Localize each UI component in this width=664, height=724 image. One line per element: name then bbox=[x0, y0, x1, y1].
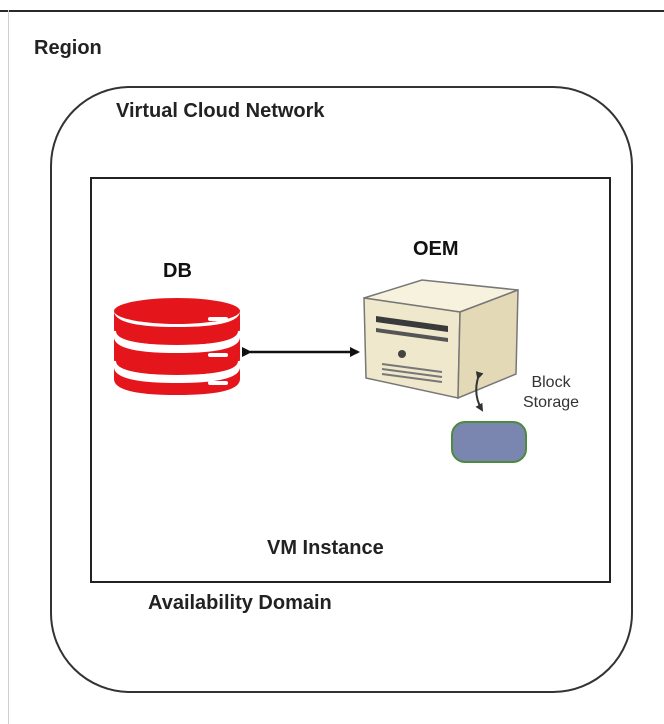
availability-domain-label: Availability Domain bbox=[148, 592, 332, 614]
oem-label: OEM bbox=[413, 238, 459, 260]
block-storage-icon bbox=[451, 421, 527, 463]
server-icon bbox=[363, 279, 519, 400]
virtual-cloud-network-boundary bbox=[50, 86, 633, 693]
db-label: DB bbox=[163, 260, 192, 282]
database-icon bbox=[112, 298, 242, 395]
vm-instance-label: VM Instance bbox=[267, 537, 384, 559]
virtual-cloud-network-label: Virtual Cloud Network bbox=[116, 100, 325, 122]
block-storage-label: Block Storage bbox=[511, 373, 591, 413]
block-storage-label-line1: Block bbox=[531, 374, 571, 391]
block-storage-label-line2: Storage bbox=[522, 394, 580, 411]
region-label: Region bbox=[34, 37, 102, 59]
availability-domain-boundary bbox=[90, 177, 611, 583]
frame-left-border bbox=[8, 10, 9, 724]
frame-top-border bbox=[0, 10, 664, 12]
